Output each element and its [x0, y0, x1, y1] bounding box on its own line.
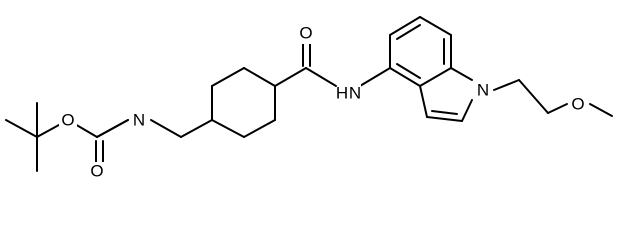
indole-pyrrole-bond-1 — [450, 67, 473, 81]
cyclohexane-bond-2 — [243, 119, 276, 138]
indole-benzene-bond-5 — [419, 67, 452, 87]
cyclohexane-bond-5 — [211, 67, 245, 87]
atom-label-carbamate-ester-oxygen: O — [61, 111, 74, 130]
indole-benzene-bond-2-inner — [396, 24, 421, 40]
atom-label-carbamate-carbonyl-oxygen: O — [90, 162, 103, 181]
indole-pyrrole-bond-3 — [426, 116, 463, 122]
atom-label-indole-nitrogen: N — [477, 81, 489, 100]
atom-label-ether-oxygen: O — [571, 95, 584, 114]
atom-label-amide-nitrogen: N — [349, 84, 361, 103]
bond-layer — [5, 16, 613, 172]
atom-label-amide-carbonyl-oxygen: O — [299, 24, 312, 43]
atom-label-layer: O O N O H N N O — [59, 24, 588, 181]
indole-benzene-bond-6 — [389, 67, 421, 87]
amide-bond-c-n — [305, 67, 337, 87]
side-chain-bond-o-ch3 — [589, 103, 613, 117]
cyclohexane-bond-1 — [211, 119, 245, 138]
atom-label-amide-hydrogen: H — [336, 84, 348, 103]
carbamate-bond-n-ch2 — [150, 119, 182, 138]
indole-benzene-bond-6-inner — [396, 63, 421, 79]
tbutyl-bond-1 — [5, 119, 38, 138]
atom-label-carbamate-nitrogen: N — [133, 111, 145, 130]
carbamate-bond-c-n — [96, 119, 129, 138]
cyclohexane-bond-4 — [243, 67, 276, 87]
side-chain-bond-n-ch2 — [493, 79, 520, 91]
side-chain-bond-ch2-ch2 — [518, 79, 549, 114]
chemical-structure-diagram: O O N O H N N O — [5, 16, 613, 181]
amide-bond-ring-c — [274, 67, 307, 87]
indole-benzene-bond-3 — [419, 16, 452, 36]
indole-pyrrole-bond-4 — [419, 85, 428, 118]
indole-pyrrole-bond-3-inner — [431, 110, 458, 115]
indole-benzene-bond-2 — [389, 16, 421, 36]
side-chain-bond-ch2-o — [547, 103, 568, 114]
amide-bond-n-aryl — [359, 67, 391, 87]
methylene-bond — [180, 119, 213, 138]
indole-pyrrole-bond-2 — [461, 99, 473, 122]
